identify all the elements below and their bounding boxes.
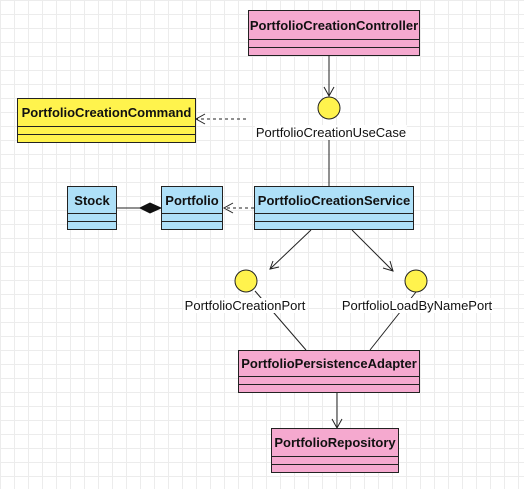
class-name: PortfolioCreationCommand <box>21 105 192 120</box>
service-to-creation-port-arrow <box>269 229 312 270</box>
load-port-interface-label: PortfolioLoadByNamePort <box>340 298 494 313</box>
usecase-interface-icon <box>317 96 341 120</box>
methods-section <box>68 221 116 229</box>
arrowhead-usecase <box>323 86 335 98</box>
portfolio-repository-class[interactable]: PortfolioRepository <box>271 428 399 473</box>
methods-section <box>18 134 195 142</box>
usecase-interface-label: PortfolioCreationUseCase <box>254 125 408 140</box>
class-name: PortfolioCreationController <box>249 17 419 33</box>
class-name: Portfolio <box>165 192 219 208</box>
methods-section <box>239 384 419 392</box>
portfolio-persistence-adapter-class[interactable]: PortfolioPersistenceAdapter <box>238 350 420 393</box>
arrowhead-load-port <box>382 260 394 272</box>
attributes-section <box>272 456 398 464</box>
creation-port-interface-icon <box>234 269 258 293</box>
methods-section <box>249 47 419 55</box>
service-to-load-port-arrow <box>351 229 394 272</box>
attributes-section <box>162 213 222 221</box>
attributes-section <box>239 376 419 384</box>
attributes-section <box>249 39 419 47</box>
portfolio-creation-command-class[interactable]: PortfolioCreationCommand <box>17 98 196 143</box>
arrowhead-creation-port <box>269 260 280 270</box>
class-name: Stock <box>74 192 110 208</box>
class-name: PortfolioPersistenceAdapter <box>241 356 417 371</box>
load-port-interface-icon <box>404 269 428 293</box>
attributes-section <box>68 213 116 221</box>
portfolio-creation-service-class[interactable]: PortfolioCreationService <box>254 186 414 230</box>
methods-section <box>162 221 222 229</box>
methods-section <box>255 221 413 229</box>
class-name: PortfolioCreationService <box>257 192 411 208</box>
portfolio-creation-controller-class[interactable]: PortfolioCreationController <box>248 10 420 56</box>
arrowhead-portfolio <box>222 202 234 214</box>
attributes-section <box>255 213 413 221</box>
stock-class[interactable]: Stock <box>67 186 117 230</box>
class-name: PortfolioRepository <box>274 435 396 450</box>
attributes-section <box>18 126 195 134</box>
portfolio-class[interactable]: Portfolio <box>161 186 223 230</box>
arrowhead-command <box>194 113 206 125</box>
methods-section <box>272 464 398 472</box>
creation-port-interface-label: PortfolioCreationPort <box>183 298 307 313</box>
composition-diamond <box>138 202 163 214</box>
